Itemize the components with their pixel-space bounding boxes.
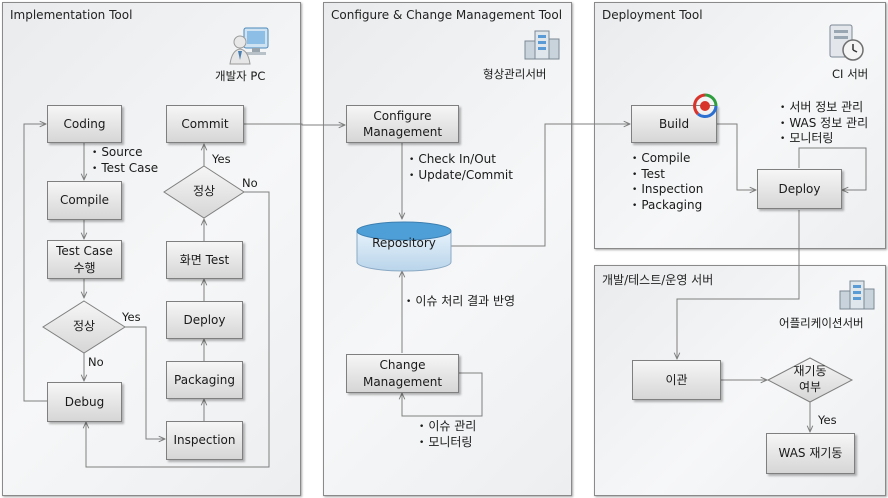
build-note-item: Inspection — [632, 182, 703, 198]
test-case-box: Test Case 수행 — [47, 240, 122, 279]
implementation-panel-title: Implementation Tool — [10, 8, 133, 22]
feedback-note-item: 이슈 처리 결과 반영 — [406, 294, 515, 310]
app-server-icon — [838, 277, 876, 311]
change-notes: 이슈 관리 모니터링 — [419, 419, 476, 450]
developer-pc-icon — [228, 24, 272, 66]
build-note-item: Packaging — [632, 198, 703, 214]
deployment-panel-title: Deployment Tool — [602, 8, 703, 22]
decision-diamond-2 — [163, 165, 245, 219]
configure-management-box: Configure Management — [346, 105, 459, 143]
debug-box: Debug — [47, 382, 122, 422]
build-box: Build — [631, 105, 717, 143]
change-note-item: 이슈 관리 — [419, 419, 476, 435]
decision-2-no: No — [242, 176, 258, 190]
decision-diamond-restart — [766, 357, 854, 403]
repository-label: Repository — [372, 236, 436, 250]
decision-2-yes: Yes — [212, 152, 231, 166]
packaging-box: Packaging — [166, 361, 243, 399]
compile-box: Compile — [47, 181, 122, 220]
developer-pc-label: 개발자 PC — [215, 69, 266, 83]
commit-box: Commit — [166, 105, 244, 143]
build-cycle-icon — [690, 92, 720, 120]
decision-1-label: 정상 — [72, 319, 96, 333]
inspection-box: Inspection — [166, 421, 243, 460]
decision-1-yes: Yes — [122, 310, 141, 324]
transfer-box: 이관 — [632, 360, 721, 400]
restart-decision-yes: Yes — [818, 413, 837, 427]
deploy-notes: 서버 정보 관리 WAS 정보 관리 모니터링 — [780, 100, 868, 147]
build-note-item: Compile — [632, 151, 703, 167]
configure-panel-title: Configure & Change Management Tool — [331, 8, 563, 22]
config-notes: Check In/Out Update/Commit — [409, 152, 513, 183]
repository-cylinder — [356, 221, 452, 272]
ci-server-icon — [826, 23, 866, 63]
coding-note-item: Test Case — [92, 161, 158, 177]
config-note-item: Check In/Out — [409, 152, 513, 168]
change-note-item: 모니터링 — [419, 435, 476, 451]
coding-note-item: Source — [92, 145, 158, 161]
deploy-box-impl: Deploy — [166, 301, 243, 339]
decision-2-label: 정상 — [192, 184, 216, 198]
build-note-item: Test — [632, 167, 703, 183]
was-restart-box: WAS 재기동 — [766, 433, 855, 474]
deploy-note-item: WAS 정보 관리 — [780, 116, 868, 132]
config-server-label: 형상관리서버 — [483, 67, 547, 81]
screen-test-box: 화면 Test — [166, 241, 243, 279]
change-management-box: Change Management — [346, 354, 459, 393]
deploy-note-item: 모니터링 — [780, 131, 868, 147]
config-server-icon — [523, 27, 561, 61]
build-notes: Compile Test Inspection Packaging — [632, 151, 703, 213]
deploy-note-item: 서버 정보 관리 — [780, 100, 868, 116]
coding-notes: Source Test Case — [92, 145, 158, 176]
app-server-label: 어플리케이션서버 — [779, 316, 864, 330]
server-panel-title: 개발/테스트/운영 서버 — [602, 273, 714, 287]
coding-box: Coding — [47, 105, 122, 143]
feedback-note: 이슈 처리 결과 반영 — [406, 294, 515, 310]
deploy-box-ci: Deploy — [757, 169, 842, 209]
restart-decision-label: 재기동 여부 — [793, 364, 827, 394]
decision-diamond-1 — [42, 300, 126, 354]
config-note-item: Update/Commit — [409, 168, 513, 184]
ci-server-label: CI 서버 — [832, 67, 869, 81]
decision-1-no: No — [88, 355, 104, 369]
